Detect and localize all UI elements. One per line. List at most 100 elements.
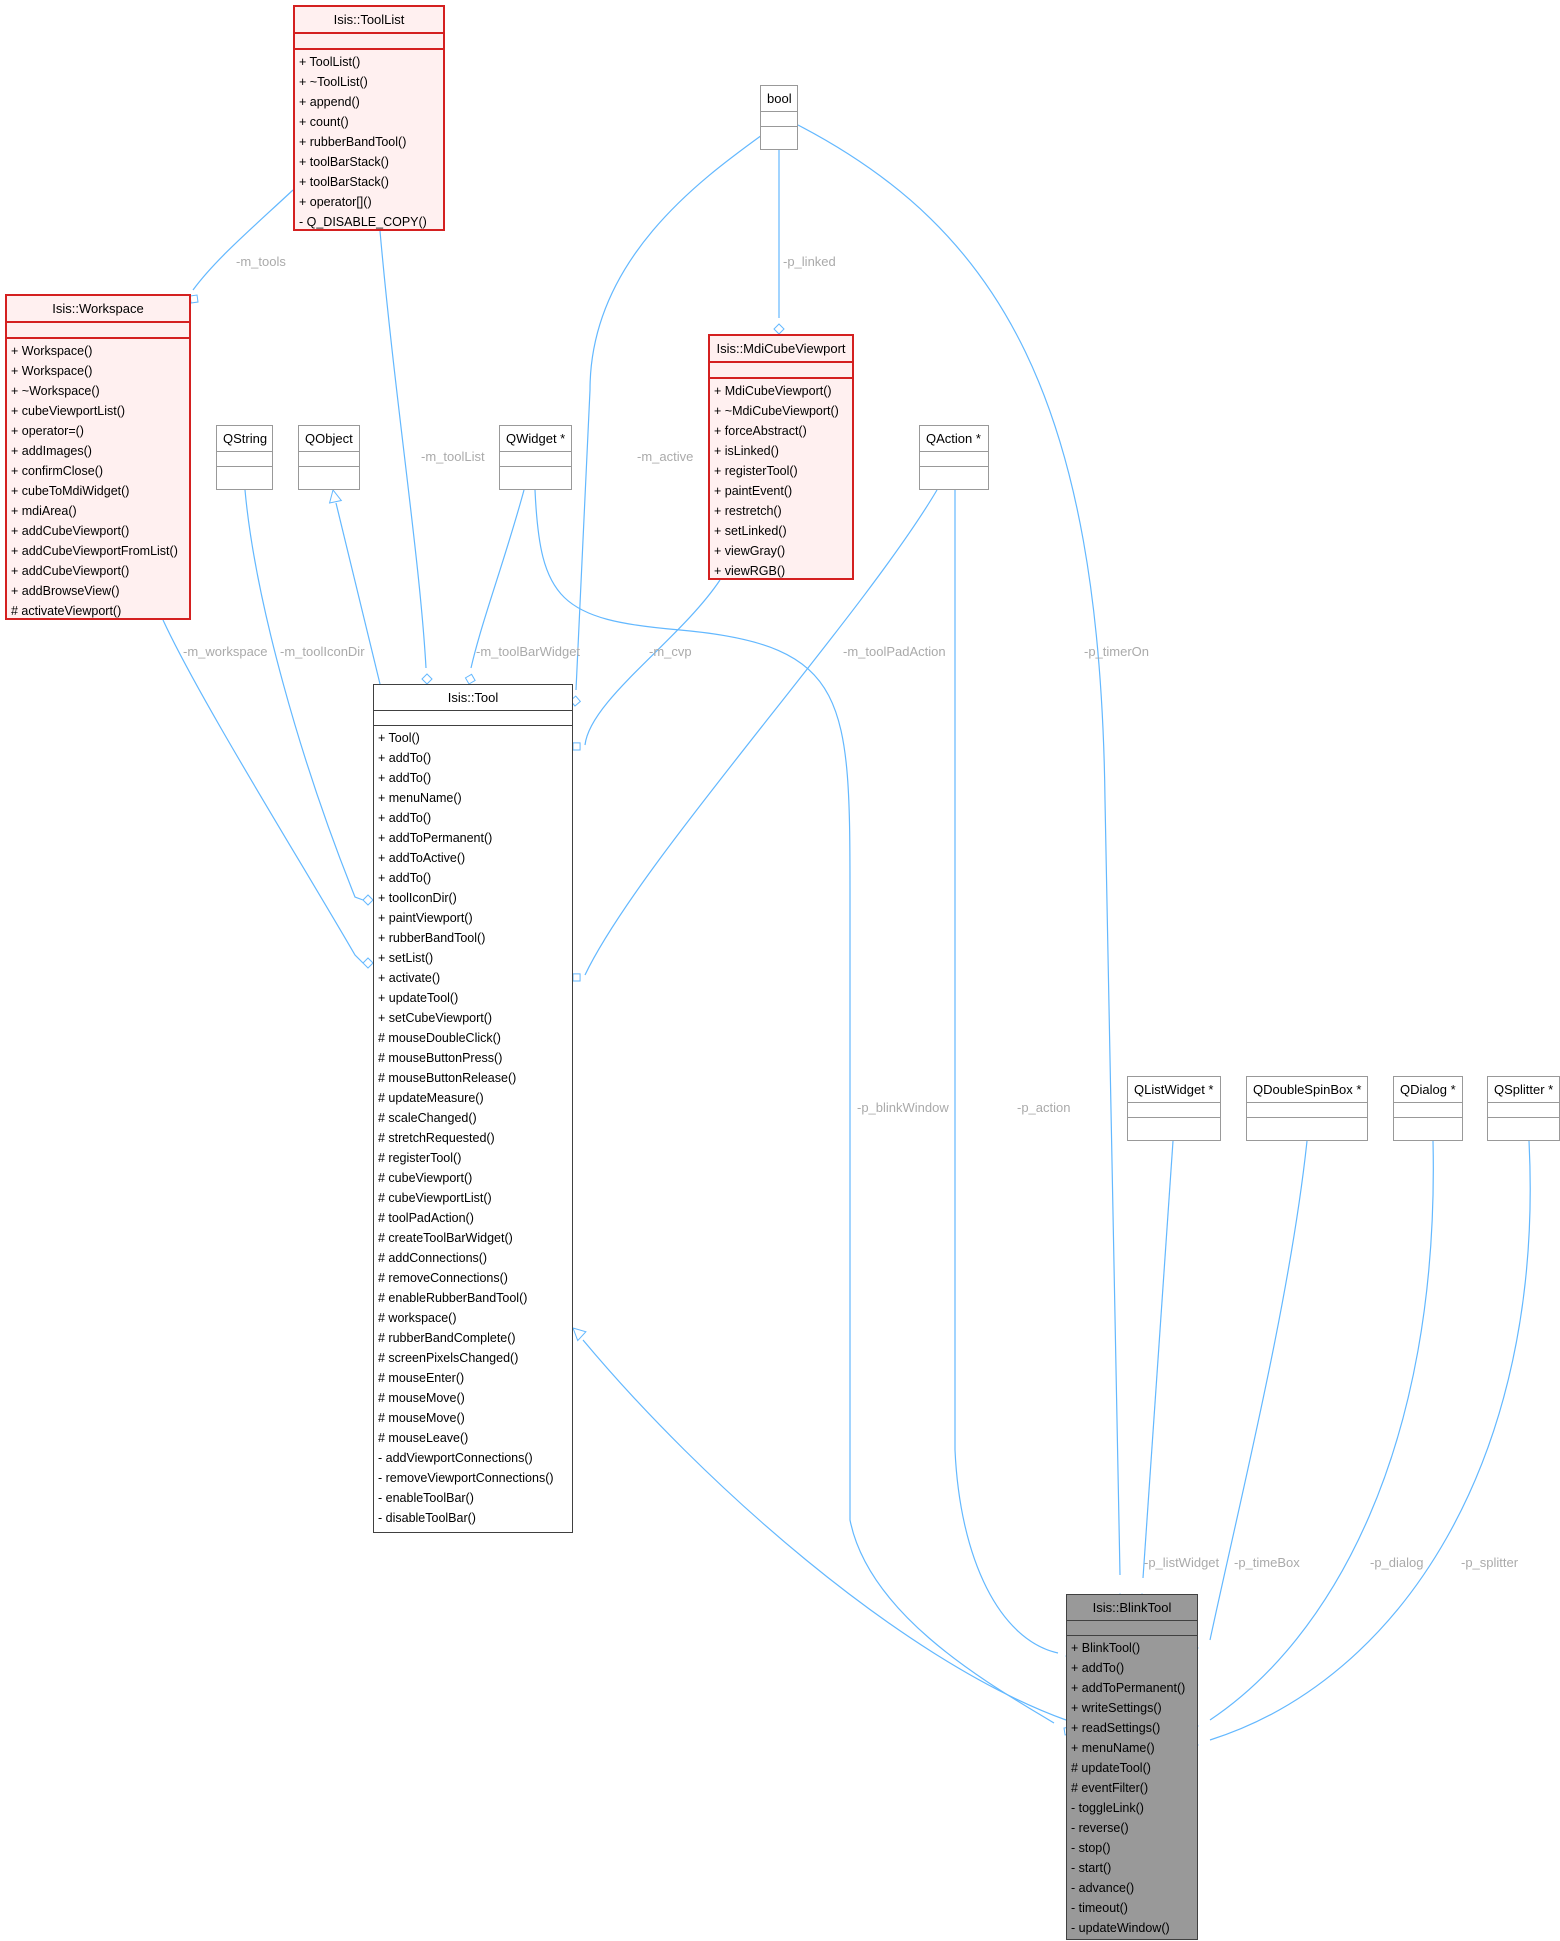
operation-item: # workspace() [378, 1311, 457, 1325]
node-title: QAction * [926, 431, 981, 446]
operation-item: # eventFilter() [1071, 1781, 1149, 1795]
edge-m-workspace [162, 619, 364, 964]
edge-label-p-timebox: -p_timeBox [1234, 1555, 1300, 1570]
node-title: QString [223, 431, 268, 446]
edge-p-action [954, 490, 1059, 1654]
operation-item: + Workspace() [11, 344, 93, 358]
edge-p-listwidget [1142, 1140, 1174, 1579]
operation-item: - reverse() [1071, 1821, 1129, 1835]
operation-item: + paintViewport() [378, 911, 473, 925]
operation-item: # rubberBandComplete() [378, 1331, 516, 1345]
operation-item: + addTo() [1071, 1661, 1125, 1675]
node-title: QSplitter * [1494, 1082, 1554, 1097]
operation-item: # mouseButtonRelease() [378, 1071, 517, 1085]
edge-m-tooliconDir [244, 489, 364, 901]
operation-item: + readSettings() [1071, 1721, 1161, 1735]
node-operations: + Workspace()+ Workspace()+ ~Workspace()… [7, 339, 189, 623]
node-title: Isis::ToolList [333, 12, 405, 27]
edge-label-p-action: -p_action [1017, 1100, 1071, 1115]
edge-label-m-toolpadaction: -m_toolPadAction [843, 644, 946, 659]
node-qlistwidget[interactable]: QListWidget * [1127, 1076, 1221, 1141]
operation-item: + Tool() [378, 731, 420, 745]
node-operations: + ToolList()+ ~ToolList()+ append()+ cou… [295, 50, 443, 234]
edge-p-dialog [1209, 1140, 1434, 1721]
node-qobject[interactable]: QObject [298, 425, 360, 490]
edge-p-timeron [797, 124, 1121, 1576]
operation-item: - stop() [1071, 1841, 1111, 1855]
operation-item: # removeConnections() [378, 1271, 508, 1285]
operation-item: + viewGray() [714, 544, 786, 558]
operation-item: + ~MdiCubeViewport() [714, 404, 839, 418]
operation-item: + addTo() [378, 751, 432, 765]
node-bool[interactable]: bool [760, 85, 798, 150]
operation-item: + operator=() [11, 424, 84, 438]
aggregation-diamond [773, 323, 785, 335]
node-title: Isis::Workspace [52, 301, 144, 316]
edge-label-p-blinkwindow: -p_blinkWindow [857, 1100, 949, 1115]
edge-label-m-toollist: -m_toolList [421, 449, 485, 464]
operation-item: # mouseEnter() [378, 1371, 465, 1385]
operation-item: # mouseLeave() [378, 1431, 469, 1445]
node-mdicubeviewport[interactable]: Isis::MdiCubeViewport + MdiCubeViewport(… [708, 334, 854, 580]
edge-m-cvp [584, 579, 721, 746]
operation-item: + writeSettings() [1071, 1701, 1162, 1715]
operation-item: + rubberBandTool() [378, 931, 486, 945]
operation-item: + addTo() [378, 771, 432, 785]
operation-item: + addTo() [378, 871, 432, 885]
operation-item: - disableToolBar() [378, 1511, 476, 1525]
node-title: QObject [305, 431, 353, 446]
edge-m-active [575, 134, 763, 691]
operation-item: # mouseDoubleClick() [378, 1031, 501, 1045]
operation-item: - enableToolBar() [378, 1491, 474, 1505]
edge-m-toolpadaction [584, 489, 938, 976]
node-title: QListWidget * [1134, 1082, 1214, 1097]
operation-item: + addCubeViewport() [11, 524, 130, 538]
edge-label-p-dialog: -p_dialog [1370, 1555, 1424, 1570]
node-blinktool[interactable]: Isis::BlinkTool + BlinkTool()+ addTo()+ … [1066, 1594, 1198, 1940]
operation-item: - Q_DISABLE_COPY() [299, 215, 427, 229]
operation-item: + confirmClose() [11, 464, 104, 478]
operation-item: # activateViewport() [11, 604, 122, 618]
operation-item: # createToolBarWidget() [378, 1231, 513, 1245]
operation-item: + addToPermanent() [1071, 1681, 1186, 1695]
node-title: Isis::MdiCubeViewport [716, 341, 846, 356]
node-tool[interactable]: Isis::Tool + Tool()+ addTo()+ addTo()+ m… [373, 684, 573, 1533]
operation-item: # updateTool() [1071, 1761, 1151, 1775]
operation-item: # updateMeasure() [378, 1091, 484, 1105]
operation-item: # stretchRequested() [378, 1131, 495, 1145]
operation-item: - toggleLink() [1071, 1801, 1144, 1815]
operation-item: + toolIconDir() [378, 891, 457, 905]
operation-item: + ~ToolList() [299, 75, 368, 89]
operation-item: + menuName() [378, 791, 462, 805]
node-qstring[interactable]: QString [216, 425, 273, 490]
operation-item: + activate() [378, 971, 441, 985]
node-title: QWidget * [506, 431, 566, 446]
node-title: Isis::Tool [447, 690, 499, 705]
operation-item: # scaleChanged() [378, 1111, 477, 1125]
node-qdoublespinbox[interactable]: QDoubleSpinBox * [1246, 1076, 1368, 1141]
node-title: bool [767, 91, 792, 106]
operation-item: + ToolList() [299, 55, 361, 69]
edge-label-m-workspace: -m_workspace [183, 644, 268, 659]
node-title: QDialog * [1400, 1082, 1456, 1097]
edge-label-m-tooliconDir: -m_toolIconDir [280, 644, 365, 659]
node-qdialog[interactable]: QDialog * [1393, 1076, 1463, 1141]
aggregation-diamond [421, 673, 433, 685]
operation-item: - updateWindow() [1071, 1921, 1170, 1935]
edge-m-tools [192, 189, 294, 291]
node-title: Isis::BlinkTool [1092, 1600, 1172, 1615]
node-qwidget[interactable]: QWidget * [499, 425, 572, 490]
node-workspace[interactable]: Isis::Workspace + Workspace()+ Workspace… [5, 294, 191, 620]
operation-item: + Workspace() [11, 364, 93, 378]
operation-item: - removeViewportConnections() [378, 1471, 554, 1485]
edge-label-m-toolbarwidget: -m_toolBarWidget [476, 644, 581, 659]
edge-label-m-tools: -m_tools [236, 254, 286, 269]
operation-item: + forceAbstract() [714, 424, 807, 438]
node-qsplitter[interactable]: QSplitter * [1487, 1076, 1560, 1141]
operation-item: + addBrowseView() [11, 584, 120, 598]
operation-item: + setCubeViewport() [378, 1011, 493, 1025]
edge-m-toollist [379, 230, 427, 669]
node-qaction[interactable]: QAction * [919, 425, 989, 490]
node-toollist[interactable]: Isis::ToolList + ToolList()+ ~ToolList()… [293, 5, 445, 231]
operation-item: + addImages() [11, 444, 92, 458]
